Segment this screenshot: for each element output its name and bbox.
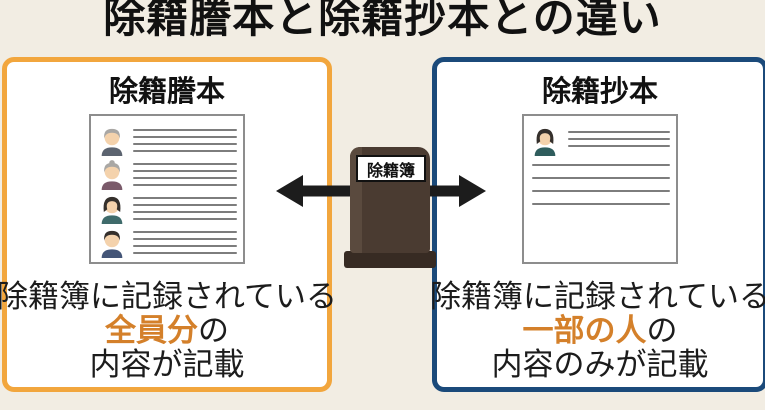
page-title: 除籍謄本と除籍抄本との違い (103, 0, 662, 41)
text-lines (532, 164, 670, 205)
elderly-man-icon (101, 128, 123, 156)
left-panel-joseki-tohon: 除籍謄本 (0, 57, 337, 392)
woman-icon (101, 196, 123, 224)
left-caption-line2: 全員分の (7, 314, 327, 348)
register-entry-row (532, 123, 670, 156)
left-caption-line3: 内容が記載 (89, 347, 245, 382)
right-panel-joseki-shohon: 除籍抄本 除籍簿に記録されている 一部の人の 内容のみが記載 (430, 57, 765, 392)
register-entry-row (99, 123, 237, 157)
right-caption-particle: の (646, 313, 678, 348)
text-lines (133, 162, 237, 186)
man-icon (101, 230, 123, 258)
register-entry-row (99, 191, 237, 225)
left-caption-particle: の (198, 313, 229, 348)
book-base (344, 251, 436, 268)
left-panel-title: 除籍謄本 (108, 76, 225, 108)
partial-register-document-illustration (522, 114, 678, 264)
text-lines (133, 230, 237, 254)
right-panel-title: 除籍抄本 (541, 76, 658, 108)
register-entry-row (99, 225, 237, 259)
book-label: 除籍簿 (356, 155, 426, 182)
arrow-left-icon (276, 175, 354, 207)
right-caption-highlight: 一部の人 (522, 313, 647, 348)
left-caption: 除籍簿に記録されている 全員分の 内容が記載 (0, 280, 337, 382)
elderly-woman-icon (101, 159, 123, 190)
text-lines (133, 128, 237, 152)
left-caption-highlight: 全員分 (105, 313, 198, 348)
text-lines (568, 123, 670, 154)
arrow-right-icon (426, 175, 486, 207)
woman-icon (534, 128, 556, 156)
register-entry-row (99, 157, 237, 191)
right-caption-line3: 内容のみが記載 (491, 347, 709, 382)
right-caption: 除籍簿に記録されている 一部の人の 内容のみが記載 (430, 280, 765, 382)
text-lines (133, 196, 237, 220)
left-caption-line1: 除籍簿に記録されている (0, 279, 338, 314)
full-register-document-illustration (89, 114, 245, 264)
right-caption-line2: 一部の人の (437, 314, 763, 348)
right-caption-line1: 除籍簿に記録されている (429, 279, 765, 314)
